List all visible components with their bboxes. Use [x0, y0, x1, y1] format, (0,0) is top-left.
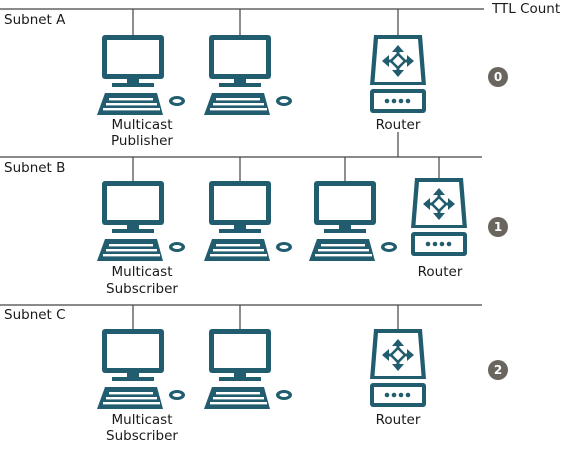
- subnet-label: Subnet A: [4, 12, 66, 28]
- ttl-badge: 0: [488, 67, 508, 87]
- computer-icon: [204, 35, 292, 115]
- router-caption: Router: [375, 117, 421, 133]
- ttl-count-header: TTL Count: [492, 1, 561, 17]
- bus-lines: [0, 8, 484, 306]
- ttl-badge: 1: [488, 217, 508, 237]
- subnet-label: Subnet C: [4, 307, 66, 323]
- computer-icon: [204, 181, 292, 261]
- subnet-label: Subnet B: [4, 160, 66, 176]
- computer-icon: [97, 35, 185, 115]
- computer-icon: [97, 181, 185, 261]
- computer-icon: [204, 329, 292, 409]
- host-caption-line1: Multicast: [111, 412, 173, 428]
- computer-icon: [309, 181, 397, 261]
- host-caption-line2: Publisher: [111, 133, 173, 149]
- router-caption: Router: [417, 264, 463, 280]
- router-icon: [368, 33, 428, 115]
- router-caption: Router: [375, 412, 421, 428]
- router-icon: [368, 327, 428, 409]
- host-caption-line2: Subscriber: [106, 281, 178, 297]
- computer-icon: [97, 329, 185, 409]
- router-icon: [409, 176, 469, 258]
- host-caption-line2: Subscriber: [106, 428, 178, 444]
- host-caption-line1: Multicast: [111, 264, 173, 280]
- ttl-badge: 2: [488, 360, 508, 380]
- drop-lines: [132, 9, 440, 329]
- host-caption-line1: Multicast: [111, 117, 173, 133]
